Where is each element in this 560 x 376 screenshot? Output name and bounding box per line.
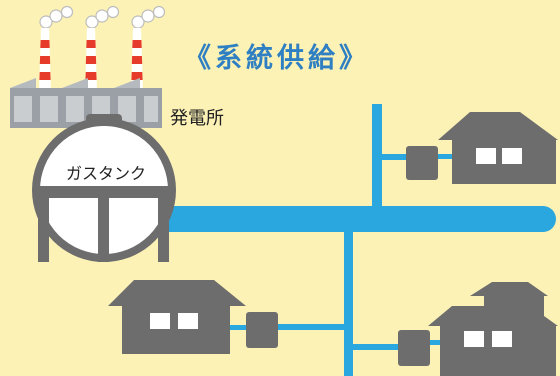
service-pipe: [276, 324, 346, 330]
house-icon: [108, 280, 278, 354]
gas-meter: [406, 146, 438, 180]
service-pipe: [428, 340, 442, 345]
house-icon: [406, 112, 558, 184]
service-pipe: [437, 154, 455, 159]
gas-meter: [246, 312, 278, 348]
chimney-icon: [131, 28, 143, 92]
branch-pipe-upper: [372, 104, 382, 214]
chimney-icon: [85, 28, 97, 92]
gas-tank-label: ガスタンク: [65, 164, 146, 183]
service-pipe: [350, 344, 400, 350]
service-pipe: [230, 325, 248, 330]
power-plant-label: 発電所: [170, 108, 224, 129]
main-pipe: [150, 206, 556, 232]
power-plant: [10, 5, 166, 128]
service-pipe: [382, 154, 408, 160]
branch-pipe-lower: [344, 222, 353, 376]
smoke-icon: [39, 5, 166, 29]
gas-meter: [398, 330, 430, 366]
pipe-network: [150, 104, 556, 376]
chimney-icon: [39, 28, 51, 92]
diagram-title: 《系統供給》: [184, 43, 370, 74]
gas-tank: [32, 114, 176, 262]
house-icon: [398, 282, 558, 376]
